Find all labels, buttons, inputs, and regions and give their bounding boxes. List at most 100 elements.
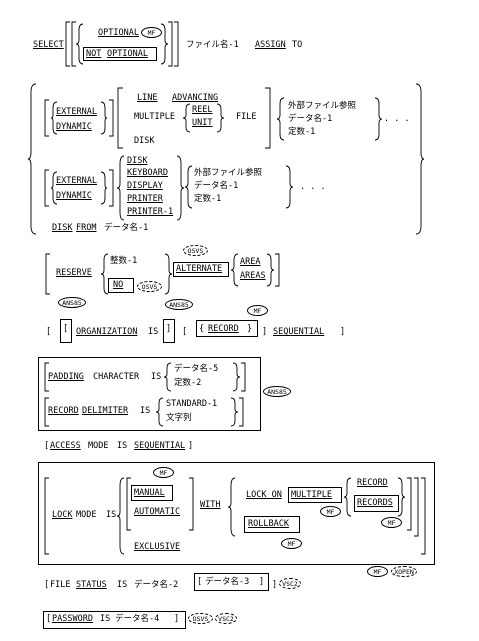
kw-records: RECORDS: [357, 498, 393, 508]
tag-mf: MF: [381, 517, 402, 528]
data-name-1-3: データ名-1: [104, 223, 149, 233]
kw-optional: OPTIONAL: [98, 28, 139, 38]
bracket: [397, 477, 426, 555]
bracket-open-dn3: [: [197, 577, 203, 587]
data-name-1: データ名-1: [288, 114, 333, 124]
standard-1: STANDARD-1: [166, 399, 218, 409]
kw-assign: ASSIGN: [255, 40, 286, 50]
bracket-close-access: ]: [188, 441, 194, 451]
kw-record-l: RECORD: [357, 478, 388, 488]
kw-file: FILE: [236, 112, 257, 122]
box-lock-mode: [38, 462, 435, 565]
char-string: 文字列: [166, 413, 192, 423]
bracket: [44, 477, 49, 555]
brace: [100, 253, 109, 295]
bracket: [117, 87, 123, 149]
tag-osvs: OSVS: [183, 245, 208, 256]
bracket-close-dn3: ]: [259, 577, 265, 587]
kw-rollback: ROLLBACK: [248, 519, 289, 529]
kw-printer: PRINTER: [127, 194, 163, 204]
ellipsis-2: . . .: [300, 182, 326, 192]
bracket: [232, 362, 246, 392]
kw-dynamic-2: DYNAMIC: [56, 191, 92, 201]
kw-disk: DISK: [134, 136, 155, 146]
integer-1: 整数-1: [110, 256, 138, 266]
kw-multiple-l: MULTIPLE: [291, 490, 332, 500]
bracket-open-status: [: [44, 580, 50, 590]
bracket: [65, 21, 84, 67]
bracket: [44, 169, 58, 207]
kw-display: DISPLAY: [127, 181, 163, 191]
bracket-open-2: [: [182, 327, 188, 337]
brace-left: [27, 83, 37, 235]
tag-vsc2: VSC2: [215, 613, 237, 624]
kw-is-7: IS: [100, 614, 111, 624]
bracket: [189, 477, 194, 531]
tag-mf: MF: [320, 506, 341, 517]
bracket: [44, 397, 49, 427]
box-records: [354, 495, 399, 512]
kw-file-s: FILE: [50, 580, 71, 590]
kw-password: PASSWORD: [52, 614, 93, 624]
kw-keyboard: KEYBOARD: [127, 168, 168, 178]
kw-disk-from: DISK: [52, 223, 73, 233]
brace: [230, 253, 239, 287]
kw-record-d: RECORD: [48, 406, 79, 416]
data-name-3: データ名-3: [205, 577, 250, 587]
ext-file-ref-2: 外部ファイル参照: [194, 168, 263, 178]
kw-padding: PADDING: [48, 372, 84, 382]
kw-reel: REEL: [192, 105, 213, 115]
brace: [182, 103, 191, 133]
kw-disk-2: DISK: [127, 156, 148, 166]
data-name-4: データ名-4: [115, 614, 160, 624]
kw-not: NOT: [86, 49, 102, 59]
kw-is: IS: [148, 327, 159, 337]
kw-character: CHARACTER: [93, 372, 140, 382]
constant-1: 定数-1: [288, 127, 316, 137]
brace: [343, 477, 352, 517]
kw-delimiter: DELIMITER: [82, 406, 129, 416]
kw-is-6: IS: [117, 580, 128, 590]
box-record: [196, 320, 258, 337]
kw-with: WITH: [200, 500, 221, 510]
bracket: [100, 169, 114, 207]
bracket: [266, 253, 280, 287]
bracket: [230, 397, 244, 427]
tag-osvs: OSVS: [137, 281, 162, 292]
tag-ans85: ANS85: [263, 386, 291, 397]
kw-is-5: IS: [106, 510, 117, 520]
bracket: [100, 99, 114, 137]
kw-no: NO: [113, 280, 124, 290]
kw-advancing: ADVANCING: [172, 93, 219, 103]
kw-printer-1: PRINTER-1: [127, 207, 174, 217]
bracket-close-status: ]: [272, 580, 278, 590]
kw-access: ACCESS: [50, 441, 81, 451]
brace-bracket: [116, 477, 131, 555]
kw-alternate: ALTERNATE: [176, 264, 223, 274]
kw-is-4: IS: [117, 441, 128, 451]
kw-to: TO: [292, 40, 303, 50]
kw-optional-2: OPTIONAL: [107, 49, 148, 59]
kw-status: STATUS: [76, 580, 107, 590]
bracket-close-pw: ]: [174, 614, 180, 624]
kw-select: SELECT: [33, 40, 64, 50]
kw-mode-2: MODE: [76, 510, 97, 520]
box-bracket-close: [163, 319, 175, 343]
brace: [374, 97, 383, 141]
bracket-open: [: [46, 327, 52, 337]
box-password: [43, 611, 186, 629]
ext-file-ref: 外部ファイル参照: [288, 101, 357, 111]
data-name-5: データ名-5: [174, 364, 219, 374]
data-name-2: データ名-2: [134, 580, 179, 590]
box-alternate: [173, 262, 229, 277]
bracket-close-3: ]: [340, 327, 346, 337]
kw-areas: AREAS: [240, 271, 266, 281]
tag-mf: MF: [367, 566, 388, 577]
bracket-open-pw: [: [46, 614, 52, 624]
brace: [163, 362, 172, 392]
kw-sequential-a: SEQUENTIAL: [134, 441, 186, 451]
kw-area: AREA: [240, 257, 261, 267]
box-multiple: [288, 487, 342, 503]
bracket-close-2: ]: [262, 327, 268, 337]
kw-mode: MODE: [88, 441, 109, 451]
